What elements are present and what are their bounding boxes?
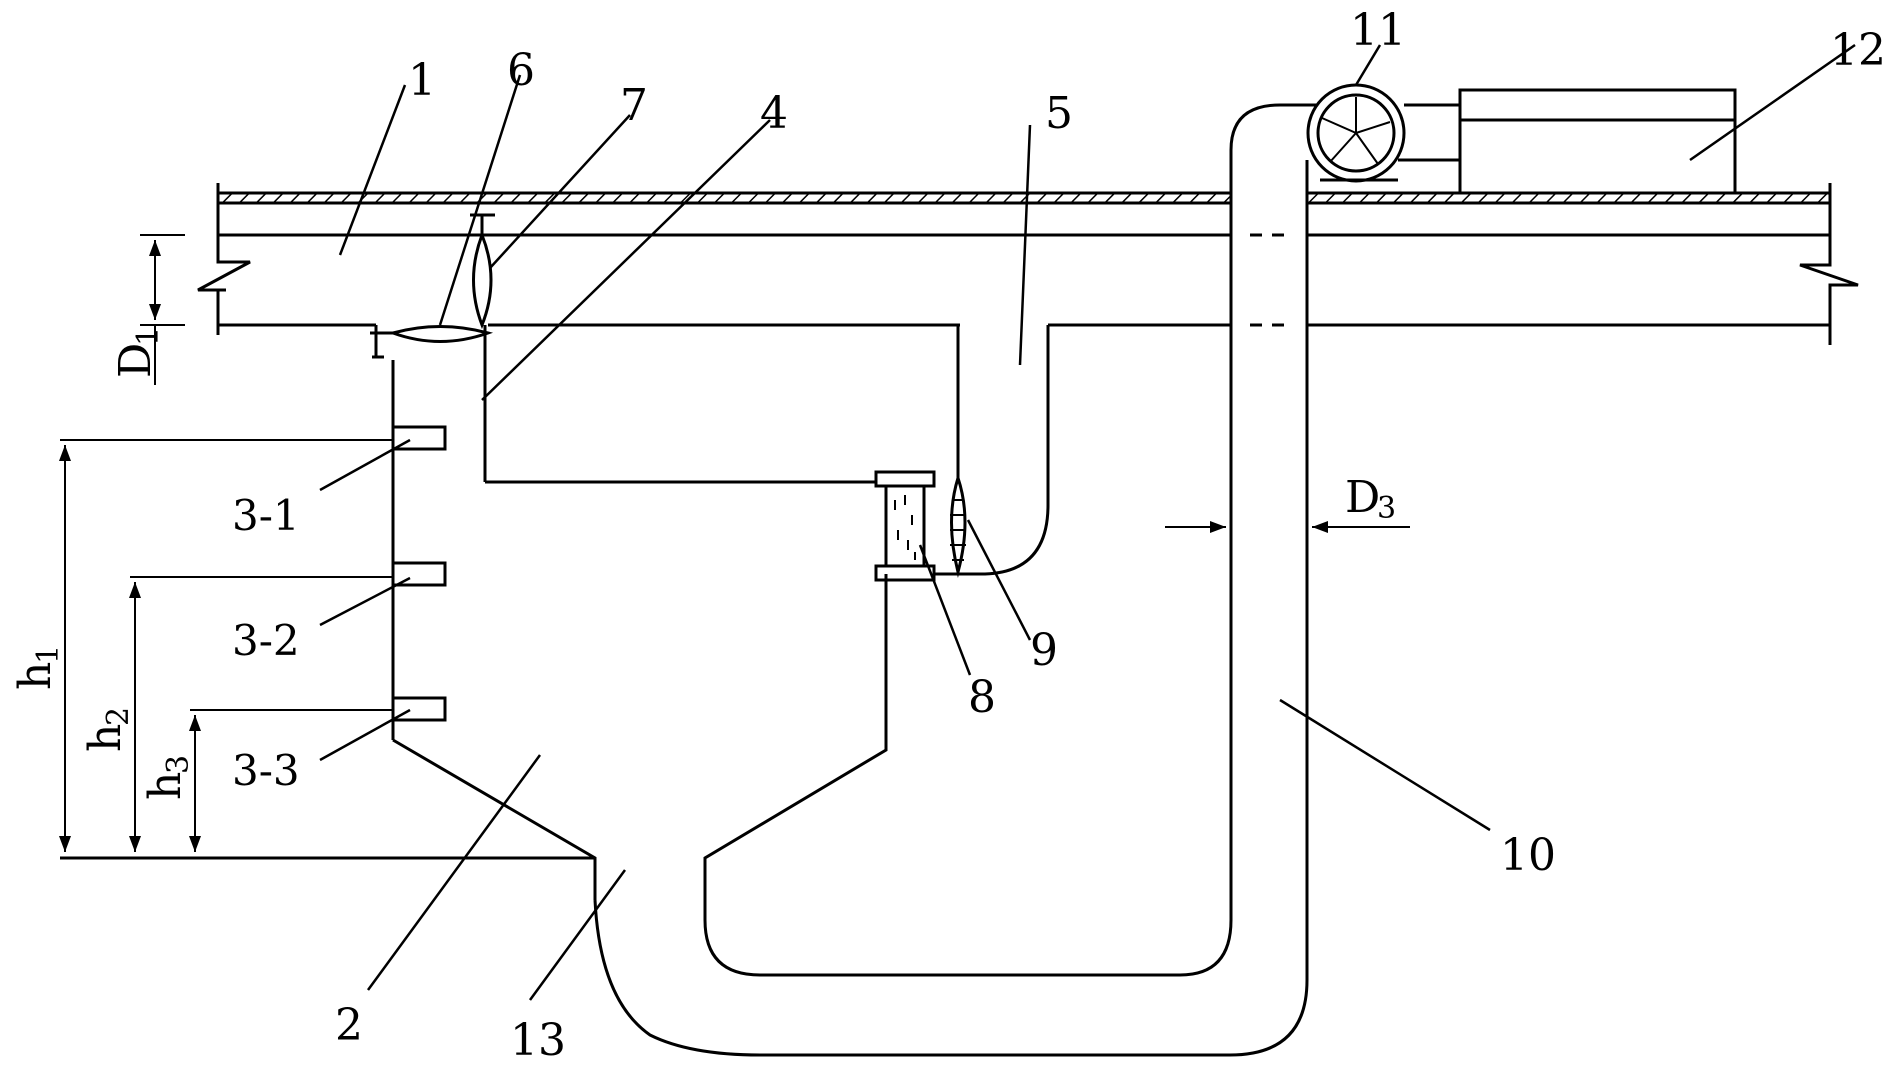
dimension-h3 [189,709,393,852]
label-13: 13 [510,1015,566,1066]
label-2: 2 [335,1000,363,1051]
svg-text:D: D [1345,472,1380,523]
sensor-3-2 [391,561,447,587]
label-d1: D 1 [110,327,166,378]
filter-8 [874,470,936,582]
svg-text:h: h [10,662,61,690]
hatched-slab-left [218,193,1231,203]
leader-lines [319,43,1856,1001]
sensor-3-1 [391,425,447,451]
hatched-slab-right [1307,193,1830,203]
sensor-3-3 [391,696,447,722]
gate-7 [470,213,495,330]
valve-6 [370,325,494,359]
motor-12 [1458,88,1737,195]
dimension-labels: D 1 D 3 h 1 h 2 h 3 [10,327,1396,800]
label-12: 12 [1830,25,1886,76]
svg-text:3: 3 [1377,491,1396,526]
svg-text:1: 1 [31,645,66,664]
label-6: 6 [507,45,535,96]
dimension-d3 [1165,521,1410,533]
label-10: 10 [1500,830,1556,881]
label-11: 11 [1350,5,1406,56]
flow-path-4 [483,325,960,484]
label-4: 4 [760,88,788,139]
label-7: 7 [620,80,648,131]
main-channel [197,183,1859,345]
label-1: 1 [408,55,436,106]
dimension-h1 [59,439,393,852]
number-labels: 1 6 7 4 5 11 12 3-1 3-2 3-3 2 13 8 9 10 [232,5,1886,1066]
label-8: 8 [968,672,996,723]
sedimentation-tank [60,360,597,900]
svg-text:2: 2 [101,707,136,726]
dimension-h2 [129,576,393,852]
sensors [391,425,447,722]
svg-text:1: 1 [131,327,166,346]
label-9: 9 [1030,625,1058,676]
svg-text:3: 3 [161,755,196,774]
dimension-d1 [140,234,185,385]
label-3-1: 3-1 [232,491,300,540]
fan-11 [1306,83,1460,183]
label-d3: D 3 [1345,472,1396,526]
label-h3: h 3 [140,755,196,800]
label-h1: h 1 [10,645,66,690]
meter-9 [950,473,967,578]
inlet-pipe-5 [935,325,1050,576]
label-h2: h 2 [80,707,136,752]
svg-text:D: D [110,343,161,378]
label-3-3: 3-3 [232,746,300,795]
riser-pipe-10 [1229,103,1318,180]
label-5: 5 [1045,88,1073,139]
hopper-13 [593,150,1309,1057]
label-3-2: 3-2 [232,616,300,665]
svg-text:h: h [140,772,191,800]
svg-text:h: h [80,724,131,752]
